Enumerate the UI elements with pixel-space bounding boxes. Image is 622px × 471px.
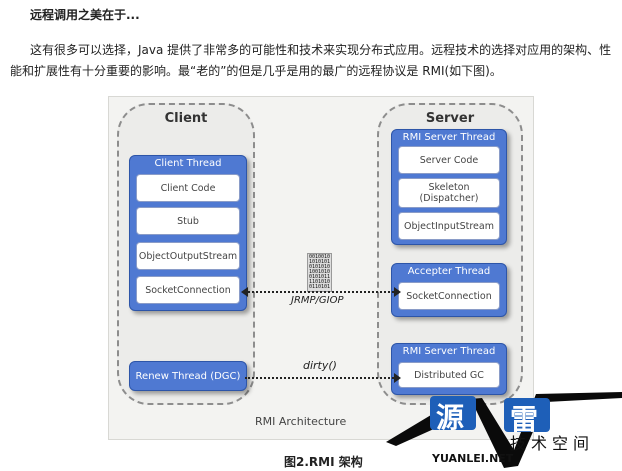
watermark-blue-box-2 xyxy=(504,398,550,432)
watermark-char-1: 源 xyxy=(436,401,465,434)
watermark-char-2: 雷 xyxy=(510,403,539,436)
renew-thread-label: Renew Thread (DGC) xyxy=(135,370,241,382)
dirty-call-label: dirty() xyxy=(303,359,337,372)
rmi-server-thread: RMI Server Thread Server Code Skeleton (… xyxy=(391,129,507,245)
client-code-box: Client Code xyxy=(136,174,240,202)
skeleton-box: Skeleton (Dispatcher) xyxy=(398,178,500,208)
architecture-label: RMI Architecture xyxy=(255,415,347,428)
arrow-right-icon xyxy=(394,287,401,297)
server-code-box: Server Code xyxy=(398,146,500,174)
intro-paragraph: 这有很多可以选择，Java 提供了非常多的可能性和技术来实现分布式应用。远程技术… xyxy=(10,43,612,78)
rmi-server-thread-dgc: RMI Server Thread Distributed GC xyxy=(391,343,507,395)
accepter-thread: Accepter Thread SocketConnection xyxy=(391,263,507,317)
dirty-call-arrow xyxy=(245,373,401,383)
jrmp-connection-arrow xyxy=(241,287,401,297)
watermark-subtitle: 技术空间 xyxy=(510,434,595,453)
object-input-stream-box: ObjectInputStream xyxy=(398,212,500,240)
skeleton-label: Skeleton xyxy=(428,182,470,193)
yuanlei-watermark: 源 雷 技术空间 YUANLEI.NET xyxy=(386,380,622,471)
distributed-gc-box: Distributed GC xyxy=(398,362,500,388)
watermark-blue-box-1 xyxy=(430,396,476,430)
renew-thread: Renew Thread (DGC) xyxy=(129,361,247,391)
client-title: Client xyxy=(164,111,208,126)
server-socket-connection-box: SocketConnection xyxy=(398,282,500,310)
section-heading: 远程调用之美在于... xyxy=(30,8,140,22)
stub-box: Stub xyxy=(136,207,240,235)
client-thread-title: Client Thread xyxy=(154,158,222,169)
server-title: Server xyxy=(425,111,475,126)
protocol-label: JRMP/GIOP xyxy=(291,295,344,306)
client-socket-connection-box: SocketConnection xyxy=(136,276,240,304)
watermark-site: YUANLEI.NET xyxy=(432,452,514,465)
client-thread: Client Thread Client Code Stub ObjectOut… xyxy=(129,155,247,311)
accepter-thread-title: Accepter Thread xyxy=(407,266,491,277)
object-output-stream-box: ObjectOutputStream xyxy=(136,242,240,270)
arrow-left-icon xyxy=(241,287,248,297)
arrow-right-icon xyxy=(394,373,401,383)
figure-caption: 图2.RMI 架构 xyxy=(284,455,363,469)
dispatcher-label: (Dispatcher) xyxy=(419,193,479,204)
rmi-server-thread-dgc-title: RMI Server Thread xyxy=(402,346,496,357)
rmi-architecture-figure: Client Client Thread Client Code Stub Ob… xyxy=(108,96,534,440)
binary-data-icon: 0010010 1010101 0101010 1001010 0101011 … xyxy=(307,253,333,292)
rmi-server-thread-title: RMI Server Thread xyxy=(402,132,496,143)
